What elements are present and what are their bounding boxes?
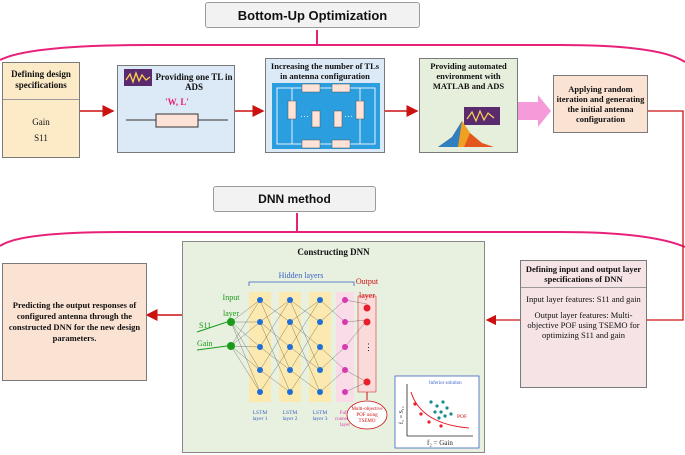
svg-text:Fully: Fully <box>340 411 351 416</box>
dnn-method-banner: DNN method <box>213 186 376 212</box>
svg-text:layer 3: layer 3 <box>312 416 327 422</box>
increase-tl-box: Increasing the number of TLs in antenna … <box>265 58 385 153</box>
one-tl-title: Providing one TL in ADS <box>155 72 233 92</box>
design-spec-gain: Gain <box>32 117 50 127</box>
bottom-arc <box>0 231 685 248</box>
design-spec-title: Defining design specifications <box>11 69 71 90</box>
bottom-up-banner: Bottom-Up Optimization <box>205 2 420 28</box>
automated-title: Providing automated environment with MAT… <box>430 61 507 91</box>
f1-label: f₁ = S₁₁ <box>398 406 405 424</box>
svg-text:layer 1: layer 1 <box>252 416 267 422</box>
automated-box: Providing automated environment with MAT… <box>419 58 518 153</box>
pink-arrow <box>518 95 551 127</box>
svg-text:…: … <box>300 109 309 119</box>
output-label: Output <box>356 277 379 286</box>
input-label: Input <box>223 293 241 302</box>
svg-text:LSTM: LSTM <box>313 410 328 416</box>
design-spec-s11: S11 <box>34 133 48 143</box>
random-iteration-box: Applying random iteration and generating… <box>553 75 648 133</box>
svg-text:layer: layer <box>340 423 350 428</box>
dnn-title: Constructing DNN <box>297 247 370 257</box>
io-spec-output: Output layer features: Multi-objective P… <box>527 310 640 340</box>
matlab-ads-icon <box>438 107 500 147</box>
s11-label: S11 <box>199 321 211 330</box>
io-spec-input: Input layer features: S11 and gain <box>526 294 641 304</box>
design-spec-box: Defining design specifications Gain S11 <box>2 62 80 158</box>
one-tl-box: Providing one TL in ADS 'W, L' <box>117 65 235 153</box>
ads-logo <box>124 69 152 86</box>
inferior-label: Inferior solution <box>429 381 462 386</box>
tl-element-icon <box>126 113 228 128</box>
svg-text:TSEMO: TSEMO <box>359 419 376 424</box>
f2-label: f₂ = Gain <box>427 439 453 447</box>
dnn-box: Constructing DNN Hidden layers Input lay… <box>182 241 485 453</box>
predict-text: Predicting the output responses of confi… <box>8 300 141 343</box>
dnn-method-title: DNN method <box>258 192 331 206</box>
pof-label: POF <box>457 414 467 420</box>
svg-text:LSTM: LSTM <box>253 410 268 416</box>
predict-box: Predicting the output responses of confi… <box>2 263 147 381</box>
svg-text:LSTM: LSTM <box>283 410 298 416</box>
input-layer-label: layer <box>223 309 239 318</box>
io-spec-box: Defining input and output layer specific… <box>520 260 647 388</box>
svg-text:POF using: POF using <box>356 413 378 418</box>
gain-label: Gain <box>197 339 213 348</box>
svg-text:Multi-objective: Multi-objective <box>351 407 383 412</box>
io-spec-title: Defining input and output layer specific… <box>525 264 642 284</box>
svg-text:⋮: ⋮ <box>364 342 373 352</box>
svg-text:connected: connected <box>335 417 356 422</box>
random-iteration-title: Applying random iteration and generating… <box>556 84 645 124</box>
multi-tl-icon: … … <box>272 83 380 149</box>
one-tl-label: 'W, L' <box>165 97 189 107</box>
dnn-diagram: Hidden layers Input layer S11 Gain Outpu… <box>196 271 480 449</box>
svg-text:…: … <box>344 109 353 119</box>
svg-text:layer 2: layer 2 <box>282 416 297 422</box>
bottom-up-title: Bottom-Up Optimization <box>237 7 388 23</box>
output-layer-label: layer <box>359 291 375 300</box>
increase-tl-title: Increasing the number of TLs in antenna … <box>270 61 380 81</box>
hidden-layers-label: Hidden layers <box>279 271 324 280</box>
top-arc <box>0 44 685 63</box>
